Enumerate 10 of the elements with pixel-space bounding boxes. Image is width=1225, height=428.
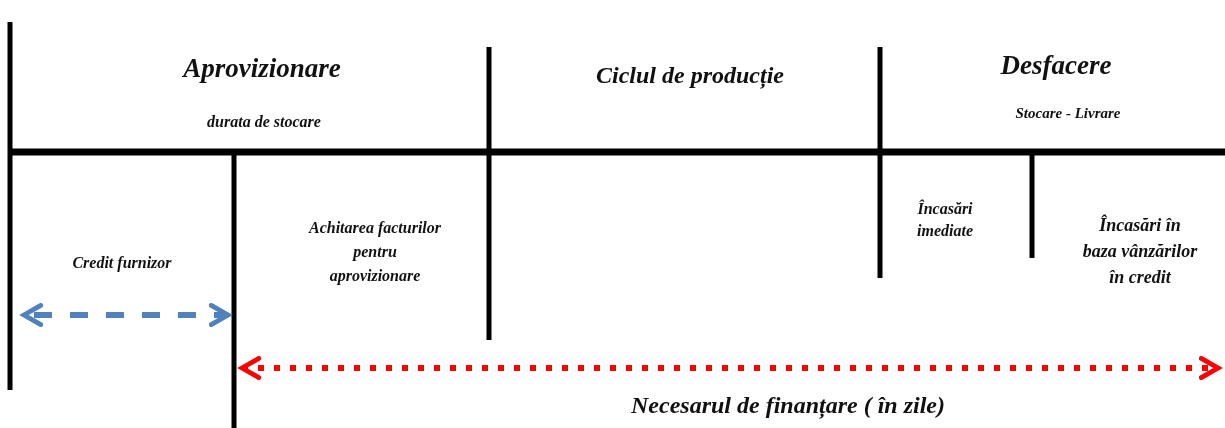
phase-label: durata de stocare (206, 112, 322, 132)
phase-label: Încasări în baza vânzărilor în credit (1081, 213, 1199, 289)
phase-label: Achitarea facturilor pentru aprovizionare (307, 218, 442, 287)
phase-heading: Aprovizionare (181, 51, 342, 85)
phase-heading: Desfacere (999, 48, 1113, 82)
phase-label: Stocare - Livrare (1014, 104, 1122, 122)
axis-caption: Necesarul de finanțare ( în zile) (630, 390, 946, 420)
phase-label: Încasări imediate (916, 198, 974, 241)
phase-heading: Ciclul de producție (595, 60, 785, 90)
phase-label: Credit furnizor (71, 253, 173, 273)
